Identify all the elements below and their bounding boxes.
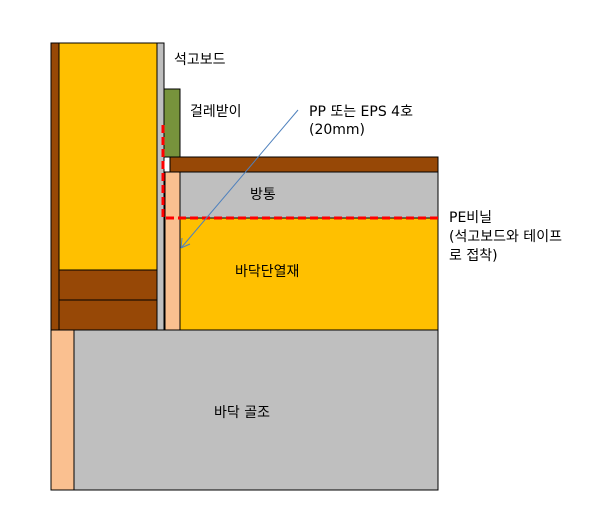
bottom-floor-structure [50,329,439,491]
label-pp-eps: PP 또는 EPS 4호 [309,104,413,120]
label-screed: 방통 [250,187,276,203]
label-floor-insulation: 바닥단열재 [235,264,300,280]
wall-insulation [58,42,158,271]
pointer-arrow [180,109,299,249]
baseboard [163,88,181,158]
floor-finish [169,156,439,173]
label-pe-film-note1: (석고보드와 테이프 [449,229,562,245]
edge-foam-strip [164,171,181,331]
wall-plate-upper [58,269,158,301]
wall-plate-lower [58,299,158,331]
screed-layer [179,171,439,219]
label-pe-film: PE비닐 [449,210,493,226]
label-floor-structure: 바닥 골조 [214,405,270,421]
label-baseboard: 걸레받이 [190,104,242,120]
floor-insulation [179,217,439,331]
arrow-head-icon [180,237,191,249]
label-pp-eps-thickness: (20mm) [309,122,366,138]
gap [163,156,171,173]
bottom-edge-foam [50,329,75,491]
wall-frame-strip [50,42,60,331]
label-gypsum-board: 석고보드 [174,52,226,68]
pe-film-line [161,125,440,220]
label-pe-film-note2: 로 접착) [449,248,498,264]
